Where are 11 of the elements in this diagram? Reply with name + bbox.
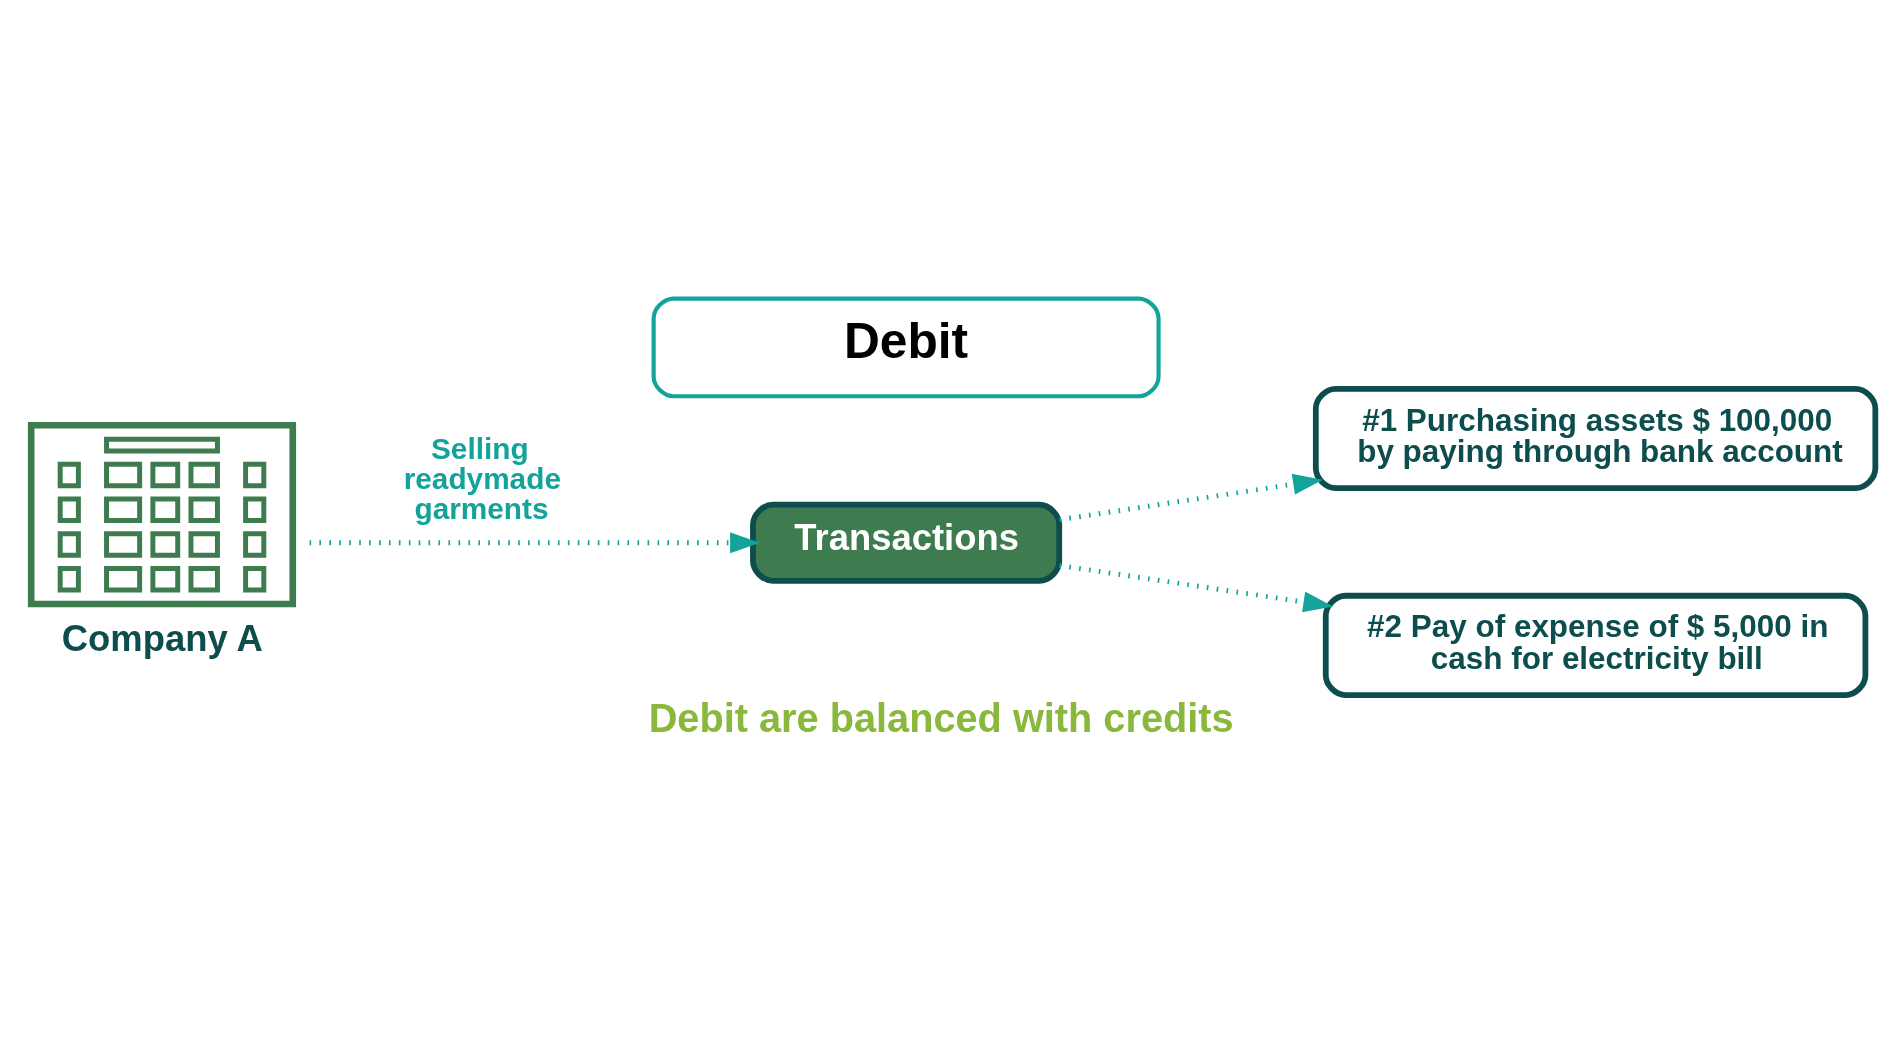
arrow — [309, 532, 760, 554]
edge-label: Selling readymade garments — [403, 432, 561, 525]
node-box: Debit — [651, 296, 1161, 399]
node-label: Company A — [61, 618, 263, 660]
caption: Debit are balanced with credits — [648, 695, 1234, 740]
node-box: #1 Purchasing assets $ 100,000 by paying through bank account — [1312, 385, 1879, 492]
node-box: Transactions — [750, 501, 1063, 584]
node-box: #2 Pay of expense of $ 5,000 in cash for electricity bill — [1322, 592, 1869, 698]
arrow — [1059, 473, 1323, 523]
arrow — [1059, 563, 1334, 613]
node-box — [27, 421, 297, 608]
